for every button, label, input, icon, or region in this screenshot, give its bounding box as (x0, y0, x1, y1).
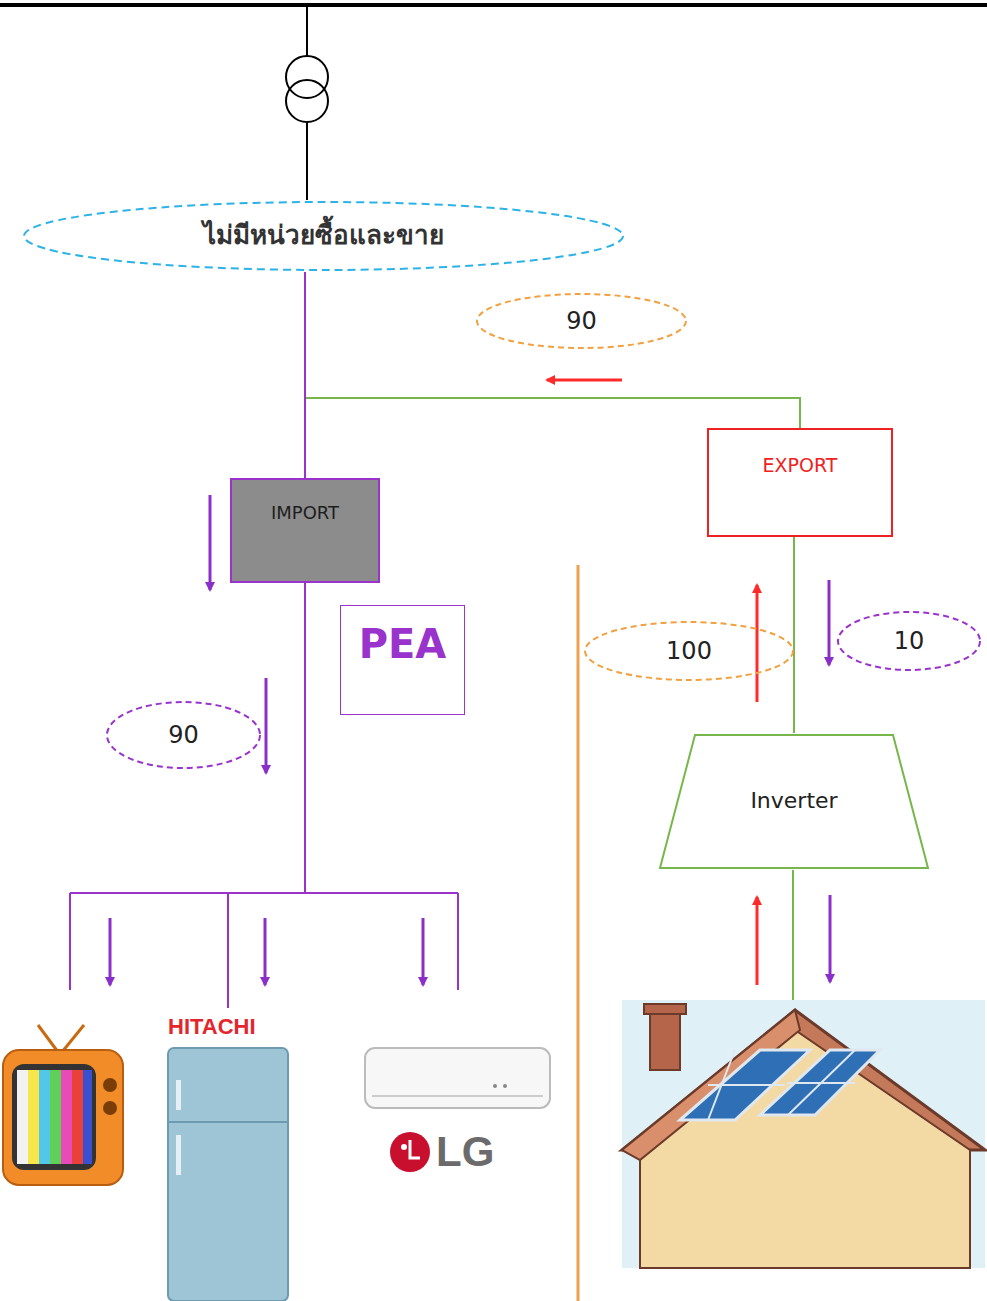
transformer-symbol (286, 56, 328, 98)
flow-arrow (756, 585, 759, 702)
pv-wire (792, 870, 794, 1000)
load-wire (457, 893, 459, 990)
node-text: IMPORT (271, 502, 339, 524)
node-text: 100 (666, 637, 712, 666)
flow-arrow (265, 678, 268, 773)
node-text: ไม่มีหน่วยซื้อและขาย (203, 220, 444, 251)
brand-label: LG (436, 1128, 494, 1176)
brand-label: HITACHI (168, 1014, 256, 1040)
callout-number: 10 (836, 610, 982, 672)
transformer-symbol (286, 80, 328, 122)
load-wire (304, 583, 306, 893)
region-ellipse: ไม่มีหน่วยซื้อและขาย (22, 200, 625, 272)
load-wire (227, 893, 229, 1008)
fridge-picture (168, 1048, 288, 1301)
flow-arrow (547, 379, 622, 382)
flow-arrow (109, 918, 112, 985)
feeder-wire (306, 122, 308, 200)
flow-arrow (829, 895, 832, 982)
node-text: EXPORT (763, 454, 838, 477)
flow-arrow (756, 897, 759, 985)
node-text: 10 (894, 627, 925, 656)
node-text: 90 (566, 307, 597, 336)
tv-picture (3, 1025, 123, 1185)
flow-arrow (422, 918, 425, 985)
meter-box: PEA (340, 605, 465, 715)
house-picture (622, 1000, 985, 1268)
callout-number: 100 (583, 620, 795, 682)
meter-box: EXPORT (707, 428, 893, 537)
load-wire (69, 893, 71, 990)
callout-number: 90 (475, 292, 688, 350)
callout-number: 90 (105, 700, 262, 770)
load-bus (70, 892, 458, 894)
flow-arrow (828, 580, 831, 665)
node-text: Inverter (750, 788, 837, 814)
inverter-box: Inverter (658, 733, 930, 870)
node-text: 90 (168, 721, 199, 750)
node-text: PEA (359, 620, 447, 668)
flow-arrow (264, 918, 267, 985)
meter-box: IMPORT (230, 478, 380, 583)
feeder-wire (306, 5, 308, 56)
connector-line (304, 272, 306, 478)
connector-line (793, 537, 795, 733)
flow-arrow (209, 495, 212, 590)
grid-line (0, 3, 987, 7)
divider-line (577, 565, 580, 1301)
connector-line (305, 272, 800, 428)
